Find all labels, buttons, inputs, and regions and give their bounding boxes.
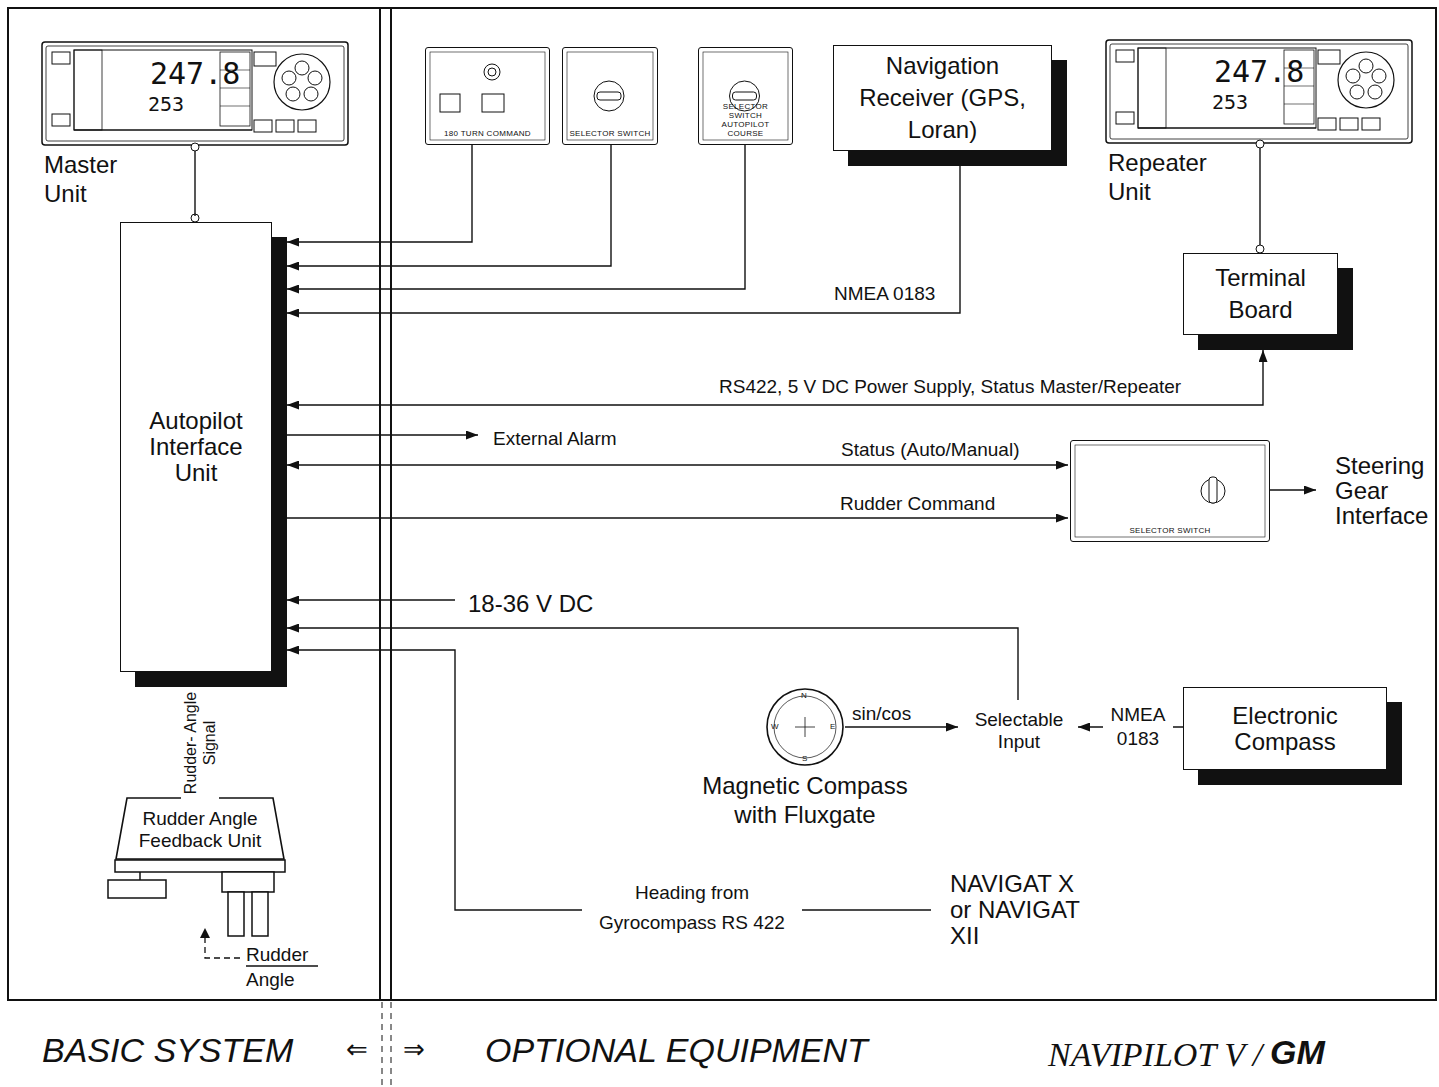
connector [287,517,1068,518]
node-text: Terminal Board [1188,262,1333,326]
alarm-text: External Alarm [488,423,628,455]
selector-switch-panel: SELECTOR SWITCH [1070,440,1270,542]
lamp-icon [484,64,500,80]
terminal-board-box: Terminal Board [1183,253,1338,335]
receiver-box: Navigation Receiver (GPS, Loran) [833,45,1052,151]
turn-command-panel: 180 TURN COMMAND [425,47,550,145]
node-text: Electronic Compass [1188,703,1382,755]
connector [1270,489,1316,490]
lamp-icon [488,68,496,76]
edge-label: Heading from Gyrocompass RS 422 [582,878,802,938]
section-label: BASIC SYSTEM [42,1030,293,1071]
connector [287,145,611,266]
compass-ring [774,696,836,758]
node-text: NAVIGAT X or NAVIGAT XII [950,871,1092,949]
arrow-symbol: ⇒ [403,1034,425,1065]
edge-label: sin/cos [849,702,914,726]
connector [287,464,1068,465]
edge-label: Rudder Command [837,492,998,516]
connector [1259,148,1260,245]
feedback-unit: Rudder Angle Feedback Unit [115,797,285,860]
model-name: GM [1270,1032,1325,1073]
gyrocompass-text: NAVIGAT X or NAVIGAT XII [945,866,1097,954]
connector [287,599,455,600]
model-name: NAVIPILOT V / [1048,1034,1262,1075]
node-text: Magnetic Compass with Fluxgate [687,771,923,829]
node-text: Repeater Unit [1108,148,1218,206]
section-label: OPTIONAL EQUIPMENT [485,1030,868,1071]
arrow-symbol: ⇐ [346,1034,368,1065]
node-text: SELECTOR SWITCH AUTOPILOT COURSE [705,102,786,138]
node-text: SELECTOR SWITCH [1077,526,1263,535]
connector [287,650,931,910]
display-reading: 253 [1212,90,1248,114]
panel-inner [703,52,788,140]
knob-icon [594,81,624,111]
compass-cross [795,717,815,737]
display-reading: 247.8 [150,56,240,92]
rudder-angle-label: Rudder Angle [246,942,318,992]
edge-label: Status (Auto/Manual) [838,438,1022,462]
knob-lever [1209,477,1217,503]
edge-label: Rudder- Angle Signal [181,687,219,799]
selector-switch-panel: SELECTOR SWITCH [562,47,658,145]
node-text: Master Unit [44,150,134,208]
node-text: 180 TURN COMMAND [432,129,543,138]
panel-inner [567,52,653,140]
node-text: Steering Gear Interface [1335,453,1433,528]
node-text: Rudder Angle Feedback Unit [120,806,280,852]
trapezoid-outline [116,798,284,859]
display-reading: 253 [148,92,184,116]
connector [287,628,1018,700]
node-text: SELECTOR SWITCH [569,129,651,138]
electronic-compass-box: Electronic Compass [1183,687,1387,770]
compass-point: N [801,691,807,701]
knob-lever [597,92,621,100]
button-icon [440,94,460,112]
power-text: 18-36 V DC [463,585,603,623]
selectable-input-text: Selectable Input [966,704,1072,758]
connector [287,350,1263,405]
selector-switch-panel: SELECTOR SWITCH AUTOPILOT COURSE [698,47,793,145]
compass-point: S [802,754,807,764]
edge-label: NMEA 0183 [831,282,938,306]
connector [287,166,960,313]
panel-inner [1075,445,1265,537]
node-text: Selectable Input [971,709,1067,753]
panel-inner [430,52,545,140]
node-text: 18-36 V DC [468,590,598,618]
interface-unit-box: Autopilot Interface Unit [120,222,272,672]
edge-label: NMEA 0183 [1103,703,1173,751]
connector [845,726,958,727]
connector [287,145,472,242]
node-text: Navigation Receiver (GPS, Loran) [838,50,1047,146]
knob-lever [733,92,757,100]
compass-point: W [771,722,779,732]
display-reading: 247.8 [1214,54,1304,90]
node-text: External Alarm [493,428,623,450]
compass-outline [767,689,843,765]
connector [287,145,745,289]
node-text: Autopilot Interface Unit [125,408,267,486]
connector [194,151,195,216]
connector [287,434,478,435]
edge-label: RS422, 5 V DC Power Supply, Status Maste… [716,375,1184,399]
compass-point: E [830,722,835,732]
button-icon [482,94,504,112]
steering-gear-text: Steering Gear Interface [1330,448,1438,532]
